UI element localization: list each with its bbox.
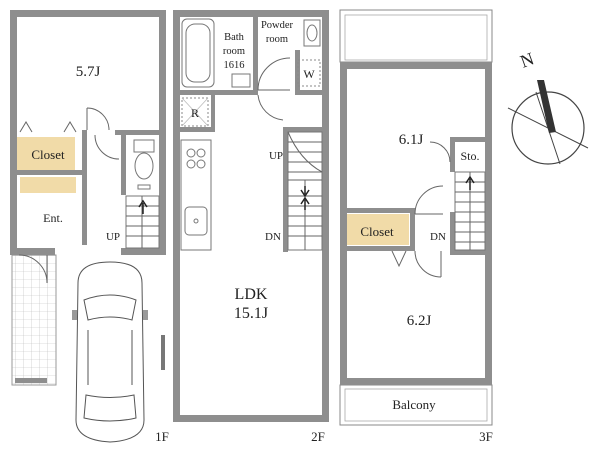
stairs-2f: [287, 131, 323, 251]
compass-north-label: N: [517, 48, 536, 71]
door-swing-1f-room: [86, 107, 110, 131]
room-label-balcony: Balcony: [392, 397, 436, 412]
wash-basin: [231, 73, 251, 88]
parking-tile-area: [11, 254, 57, 386]
room-label-entrance: Ent.: [43, 211, 63, 225]
bathtub: [181, 18, 215, 88]
toilet-1f: [133, 139, 155, 190]
room-label-washer: W: [303, 67, 315, 81]
door-swing-6-1j: [414, 185, 444, 215]
room-label-ldk-line1: LDK: [235, 286, 268, 303]
floor-label-3f: 3F: [479, 429, 493, 444]
door-swing-ldk: [257, 94, 284, 121]
stairs-1f: [125, 195, 160, 249]
stairs-down-label-2f: DN: [265, 231, 281, 243]
room-label-powder-line2: room: [266, 34, 288, 45]
room-label-ldk-line2: 15.1J: [234, 305, 268, 322]
gate-post: [161, 335, 165, 370]
room-label-5-7j: 5.7J: [76, 64, 101, 80]
shoe-cabinet: [20, 177, 76, 193]
room-label-6-2j: 6.2J: [407, 313, 432, 329]
room-label-bath-line2: room: [223, 46, 245, 57]
powder-sink: [303, 19, 321, 47]
floor-1f: Closet 5.7J Ent. UP: [10, 10, 169, 444]
floor-2f: Bath room 1616 Powder room W R: [173, 10, 329, 444]
upper-roof-outline: [339, 9, 493, 63]
floor-3f: Balcony 6.1J Sto. Closet DN: [339, 9, 493, 444]
closet-3f-fill: [347, 214, 409, 245]
walls-1f: [10, 10, 166, 255]
walls-3f: [340, 62, 492, 385]
closet-3f-door-mark: [391, 250, 407, 268]
kitchen-counter: [180, 139, 212, 251]
closet-1f-fill: [17, 137, 75, 170]
compass-icon: N: [507, 48, 589, 165]
room-label-storage: Sto.: [460, 149, 479, 163]
stairs-up-label-1f: UP: [106, 231, 120, 243]
floor-label-1f: 1F: [155, 429, 169, 444]
closet-door-marks: [19, 121, 77, 133]
door-swing-bath: [257, 57, 291, 91]
room-label-powder-line1: Powder: [261, 20, 294, 31]
car-icon: [72, 261, 148, 443]
door-swing-6-2j: [414, 250, 442, 278]
room-label-bath-line3: 1616: [224, 60, 245, 71]
parking-step: [15, 378, 47, 383]
stairs-up-label-2f: UP: [269, 150, 283, 162]
room-label-closet-3f: Closet: [360, 224, 394, 239]
stairs-down-label-3f: DN: [430, 231, 446, 243]
room-label-6-1j: 6.1J: [399, 132, 424, 148]
refrigerator-space: [181, 97, 209, 127]
floor-label-2f: 2F: [311, 429, 325, 444]
stairs-3f: [454, 171, 486, 251]
room-label-refrigerator: R: [191, 106, 199, 120]
room-label-bath-line1: Bath: [224, 32, 245, 43]
door-swing-1f-toilet: [94, 134, 120, 160]
door-swing-storage: [429, 141, 451, 163]
room-label-closet-1f: Closet: [31, 147, 65, 162]
